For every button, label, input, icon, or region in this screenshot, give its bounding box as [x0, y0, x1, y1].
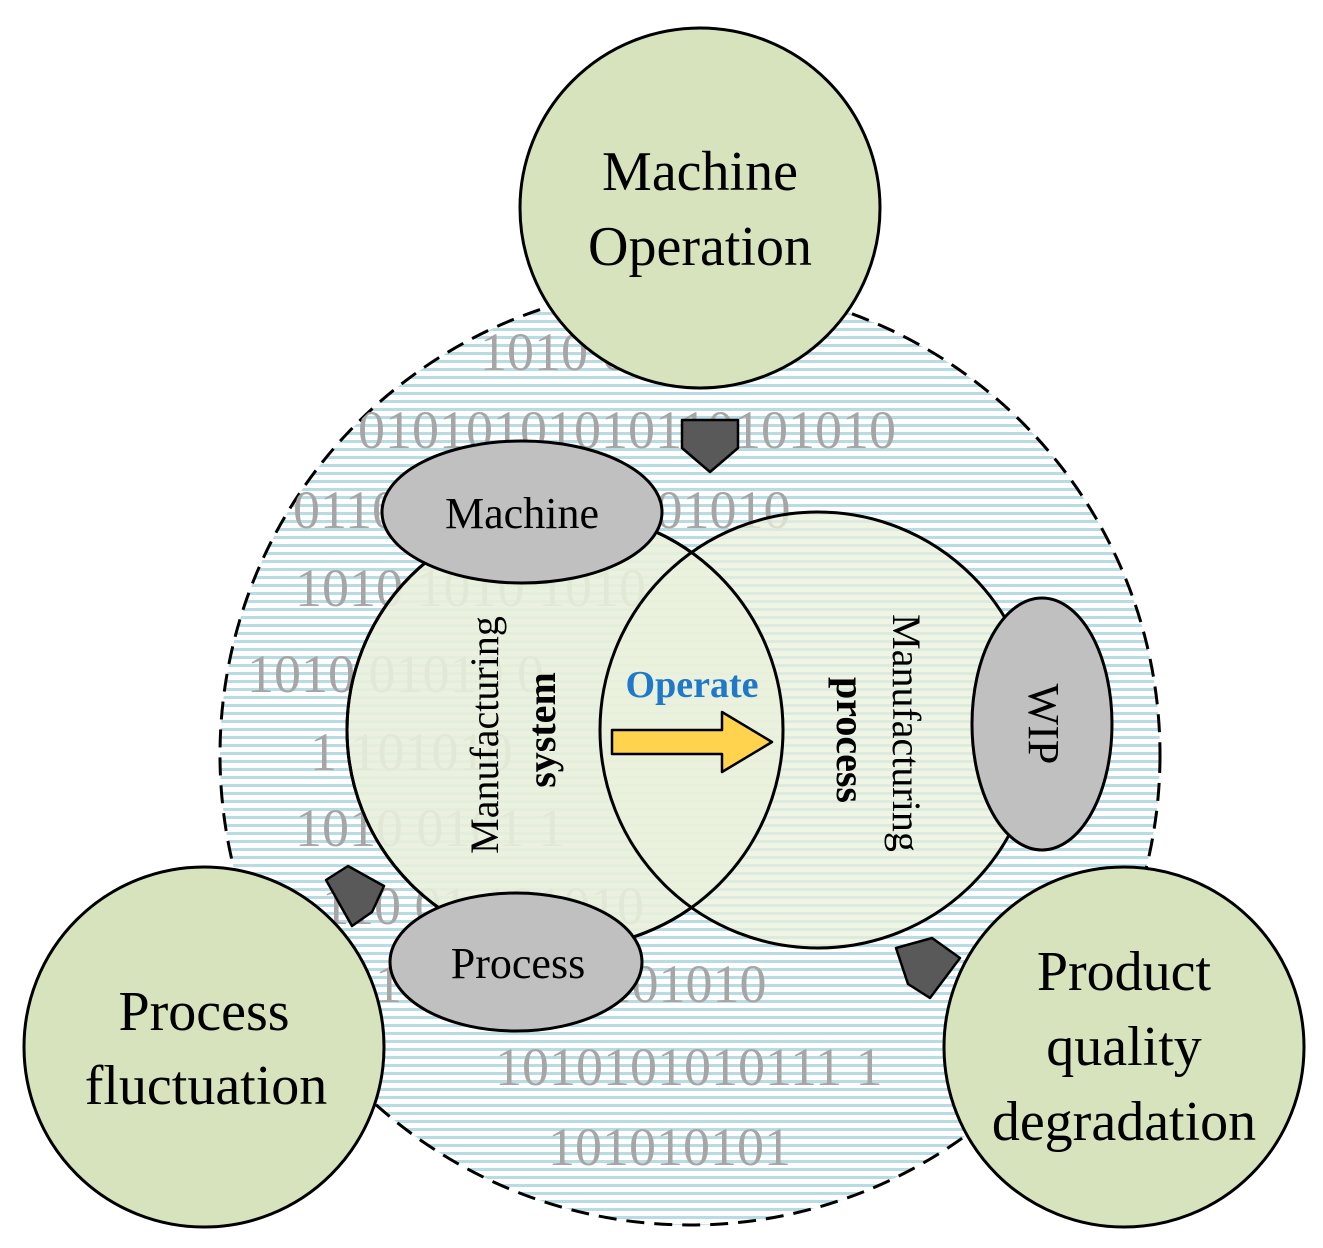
left-pointer-icon — [324, 864, 386, 928]
machine-node-label: Machine — [445, 489, 599, 538]
binary-row-11: 101010101 — [548, 1117, 791, 1177]
process-node: Process — [388, 891, 644, 1033]
operate-arrow-icon — [610, 710, 774, 774]
product-quality-line-1: Product — [1037, 941, 1212, 1003]
product-quality-line-3: degradation — [992, 1091, 1256, 1153]
process-label-regular: Manufacturing — [884, 614, 929, 852]
top-pointer-icon — [680, 418, 740, 474]
product-quality-line-2: quality — [1046, 1016, 1202, 1078]
process-label-bold: process — [828, 677, 873, 803]
machine-operation-line-1: Machine — [602, 141, 798, 203]
machine-node: Machine — [380, 439, 664, 585]
operate-label: Operate — [626, 664, 759, 706]
binary-row-10: 1010101010111 1 — [495, 1037, 883, 1097]
product-quality-circle: Product quality degradation — [942, 865, 1306, 1229]
wip-node: WIP — [970, 596, 1114, 852]
right-pointer-icon — [894, 936, 962, 1000]
process-fluctuation-line-1: Process — [118, 981, 289, 1043]
binary-row-2: 01010101010110101010 — [358, 400, 896, 460]
system-label-regular: Manufacturing — [462, 616, 507, 854]
system-label-bold: system — [519, 672, 564, 788]
wip-node-label: WIP — [1019, 684, 1068, 765]
process-fluctuation-line-2: fluctuation — [85, 1055, 328, 1117]
machine-operation-line-2: Operation — [588, 216, 812, 278]
machine-operation-circle: Machine Operation — [518, 26, 882, 390]
process-fluctuation-circle: Process fluctuation — [22, 865, 386, 1229]
process-node-label: Process — [451, 939, 585, 988]
